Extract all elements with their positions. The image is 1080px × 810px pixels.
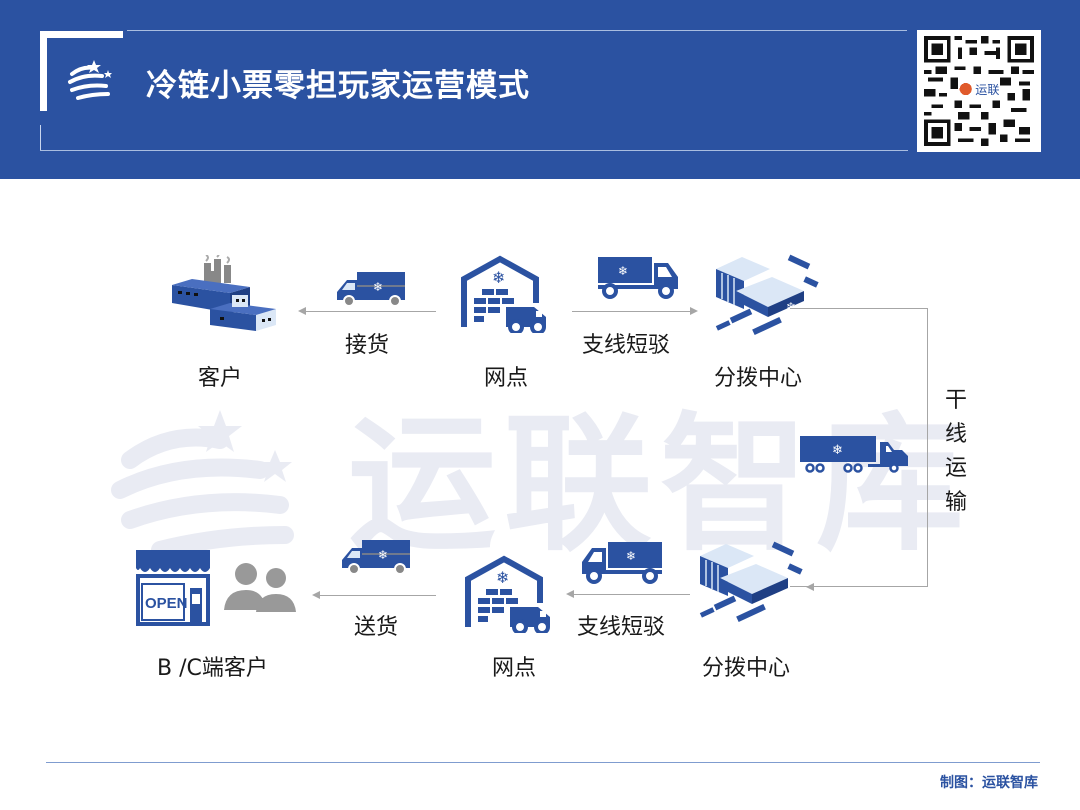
edge-label-delivery: 送货: [354, 615, 399, 640]
qr-code[interactable]: 运联: [917, 30, 1041, 152]
node-label-hub-bottom: 分拨中心: [702, 656, 791, 681]
svg-text:❄: ❄: [492, 268, 505, 287]
yunlian-swirl-logo-icon: [68, 60, 112, 100]
header-bracket-decoration: [40, 31, 123, 111]
refrigerated-van-icon: ❄: [342, 540, 410, 575]
edge-arrow-feeder-bottom: [574, 594, 690, 595]
refrigerated-van-icon: ❄: [337, 272, 405, 307]
svg-text:❄: ❄: [832, 443, 843, 458]
refrigerated-semi-truck-icon: ❄: [800, 436, 908, 473]
watermark: 运联智库: [110, 400, 980, 580]
arrow-left-icon: [566, 590, 574, 598]
edge-arrow-delivery: [320, 595, 436, 596]
edge-label-feeder-bottom: 支线短驳: [577, 615, 666, 640]
header-divider-top: [127, 30, 907, 31]
sorting-center-icon: [699, 541, 803, 623]
arrow-right-icon: [690, 307, 698, 315]
svg-text:❄: ❄: [378, 548, 388, 562]
qr-code-icon: 运联: [924, 36, 1034, 146]
refrigerated-truck-icon: ❄: [582, 542, 662, 584]
svg-text:OPEN: OPEN: [145, 595, 188, 612]
header-divider-bottom: [40, 150, 908, 151]
edge-label-feeder-top: 支线短驳: [582, 333, 671, 358]
edge-label-trunk: 干线运输: [944, 388, 967, 515]
svg-text:运联: 运联: [975, 83, 999, 97]
header-divider-vertical: [40, 125, 41, 151]
edge-arrow-feeder-top: [572, 311, 690, 312]
arrow-left-icon: [312, 591, 320, 599]
sorting-center-icon: ❄: [715, 254, 819, 336]
svg-text:❄: ❄: [373, 280, 383, 294]
svg-text:❄: ❄: [786, 300, 796, 314]
edge-label-pickup: 接货: [345, 333, 390, 358]
factory-icon: [172, 255, 276, 331]
svg-text:❄: ❄: [626, 549, 636, 563]
page-title: 冷链小票零担玩家运营模式: [146, 68, 530, 104]
refrigerated-truck-icon: ❄: [598, 257, 678, 299]
arrow-left-icon: [298, 307, 306, 315]
cold-warehouse-icon: ❄: [461, 255, 546, 333]
node-label-bc-customer: B /C端客户: [157, 656, 268, 681]
svg-text:❄: ❄: [496, 568, 509, 587]
node-label-outlet-bottom: 网点: [492, 656, 537, 681]
arrow-left-icon: [806, 583, 814, 591]
trunk-connector: [790, 308, 928, 587]
watermark-swirl-logo-icon: [111, 410, 294, 559]
cold-warehouse-icon: ❄: [465, 555, 550, 633]
node-label-hub-top: 分拨中心: [714, 366, 803, 391]
node-label-outlet-top: 网点: [484, 366, 529, 391]
header-banner: 冷链小票零担玩家运营模式 运联: [0, 0, 1080, 179]
node-label-customer: 客户: [198, 366, 243, 391]
footer-credit: 制图：运联智库: [940, 775, 1038, 791]
footer-divider: [46, 762, 1040, 763]
edge-arrow-pickup: [306, 311, 436, 312]
svg-text:❄: ❄: [618, 264, 628, 278]
watermark-text: 运联智库: [348, 399, 972, 571]
open-store-and-people-icon: OPEN: [136, 550, 296, 626]
